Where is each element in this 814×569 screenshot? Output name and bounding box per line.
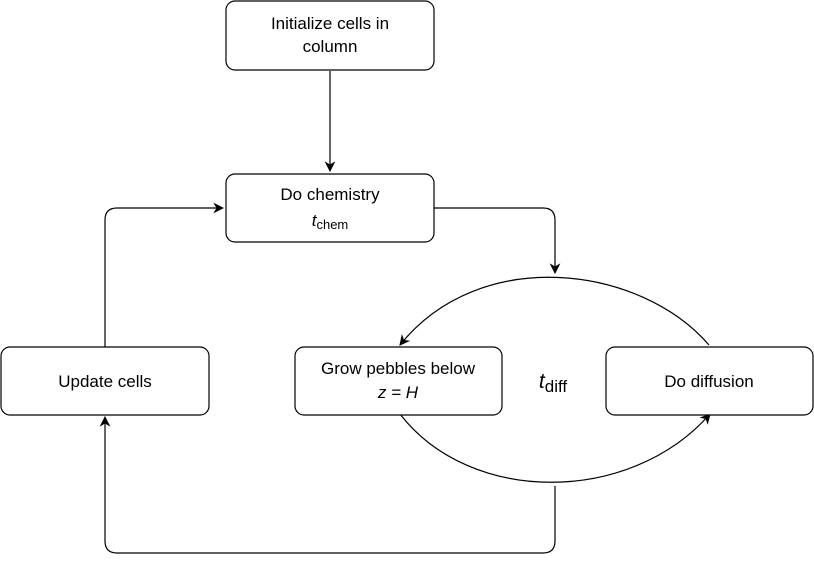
diffusion-time-label: tdiff [539, 370, 567, 396]
node-grow-pebbles-line1: Grow pebbles below [321, 359, 476, 378]
edge-loop-to-update [99, 415, 556, 554]
edge-update-to-chemistry [104, 202, 225, 347]
edge-loop-to-grow [399, 276, 710, 346]
node-update-cells: Update cells [0, 346, 210, 416]
node-initialize-line1: Initialize cells in [271, 14, 389, 33]
node-diffusion: Do diffusion [605, 346, 814, 416]
node-chemistry-time: tchem [312, 211, 349, 232]
time-sub-diff: diff [545, 377, 568, 396]
node-chemistry: Do chemistry tchem [225, 173, 435, 243]
node-grow-pebbles: Grow pebbles below z = H [294, 346, 503, 416]
time-sub-chem: chem [316, 217, 348, 232]
node-chemistry-line1: Do chemistry [280, 185, 380, 204]
node-initialize: Initialize cells in column [225, 0, 435, 71]
node-grow-pebbles-line2: z = H [377, 383, 419, 402]
node-initialize-line2: column [303, 37, 358, 56]
node-update-cells-label: Update cells [58, 372, 152, 391]
edge-grow-to-diffusion [399, 413, 711, 483]
node-diffusion-label: Do diffusion [664, 372, 753, 391]
time-symbol-chem: t [312, 211, 318, 230]
edge-chemistry-to-diffusion-loop [434, 207, 561, 275]
time-symbol-diff: t [539, 370, 546, 393]
